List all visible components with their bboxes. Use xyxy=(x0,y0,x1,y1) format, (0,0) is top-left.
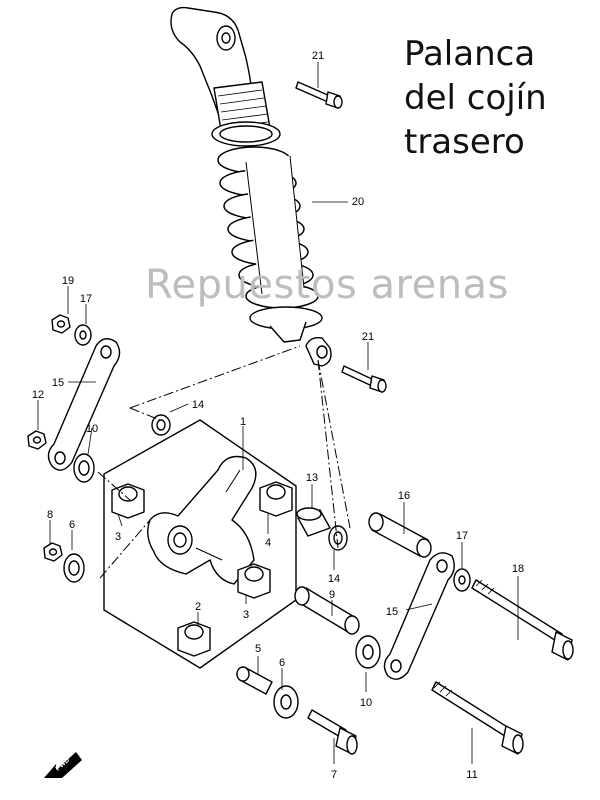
callout-14-upper: 14 xyxy=(192,399,204,411)
link-rod-15-right xyxy=(383,552,455,680)
seal-14-lower xyxy=(328,525,348,551)
collar-5 xyxy=(236,666,273,695)
callout-17-left: 17 xyxy=(80,293,92,305)
nut-19 xyxy=(51,314,71,334)
diagram-title: Palanca del cojín trasero xyxy=(404,32,594,164)
collar-10-right xyxy=(355,635,381,669)
bolt-7 xyxy=(307,709,358,755)
callout-10-right: 10 xyxy=(360,697,372,709)
bearing-3-right xyxy=(237,563,271,599)
callout-11: 11 xyxy=(466,769,477,781)
callout-7: 7 xyxy=(331,769,337,781)
cushion-lever-1 xyxy=(147,455,257,585)
pipe-9 xyxy=(294,586,360,635)
nut-12 xyxy=(27,430,47,450)
callout-3-right: 3 xyxy=(243,609,249,621)
callout-6-lower: 6 xyxy=(279,657,285,669)
watermark: Repuestos arenas xyxy=(145,262,509,308)
bearing-3-left xyxy=(111,483,145,519)
title-line-1: Palanca xyxy=(404,34,536,74)
callout-13: 13 xyxy=(306,472,318,484)
title-line-3: trasero xyxy=(404,122,525,162)
callout-8: 8 xyxy=(47,509,53,521)
callout-18: 18 xyxy=(512,563,524,575)
callout-1: 1 xyxy=(240,416,246,428)
collar-13 xyxy=(296,507,331,537)
bolt-21-top xyxy=(295,81,343,109)
bearing-4 xyxy=(259,481,293,517)
callout-15-right: 15 xyxy=(386,606,398,618)
bolt-11 xyxy=(431,681,524,755)
callout-20: 20 xyxy=(352,196,364,208)
collar-6-lower xyxy=(273,685,299,719)
bearing-2 xyxy=(177,621,211,657)
callout-17-right: 17 xyxy=(456,530,468,542)
shock-absorber xyxy=(170,6,332,367)
callout-21-top: 21 xyxy=(312,50,324,62)
callout-12: 12 xyxy=(32,389,44,401)
forward-arrow-icon: FWD xyxy=(44,752,82,778)
link-rod-15-left xyxy=(47,338,121,471)
bolt-21-bottom xyxy=(341,365,387,393)
callout-16: 16 xyxy=(398,490,410,502)
callout-15-left: 15 xyxy=(52,377,64,389)
callout-21-bottom: 21 xyxy=(362,331,374,343)
callout-6-left: 6 xyxy=(69,519,75,531)
collar-10-left xyxy=(73,453,95,483)
callout-2: 2 xyxy=(195,601,201,613)
callout-19: 19 xyxy=(62,275,74,287)
washer-17-right xyxy=(453,568,471,592)
callout-3-left: 3 xyxy=(115,531,121,543)
pipe-16 xyxy=(368,512,432,558)
callout-9: 9 xyxy=(329,589,335,601)
assembly-lines xyxy=(97,345,351,579)
nut-8 xyxy=(43,542,63,562)
callout-5: 5 xyxy=(255,643,261,655)
leader-lines xyxy=(37,62,519,764)
title-line-2: del cojín xyxy=(404,78,547,118)
washer-17-left xyxy=(74,324,92,346)
callout-10-left: 10 xyxy=(86,423,98,435)
callout-14-lower: 14 xyxy=(328,573,340,585)
seal-14-upper xyxy=(151,414,171,436)
bolt-18 xyxy=(471,579,574,661)
callout-4: 4 xyxy=(265,537,271,549)
collar-6-left xyxy=(63,553,85,583)
callout-labels: 21 20 21 19 17 15 12 10 14 1 3 4 8 6 13 … xyxy=(32,50,524,781)
